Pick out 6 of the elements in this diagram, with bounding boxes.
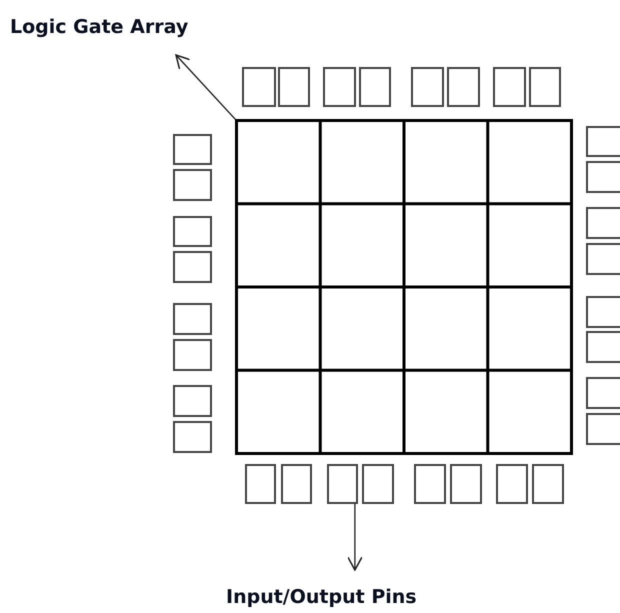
io-pin [327,464,358,504]
callout-label: Input/Output Pins [226,586,418,608]
gate-array-grid [235,119,573,455]
callout-label: Logic Gate Array [10,16,190,38]
leader-arrow [347,504,363,571]
leader-arrow [175,54,236,120]
